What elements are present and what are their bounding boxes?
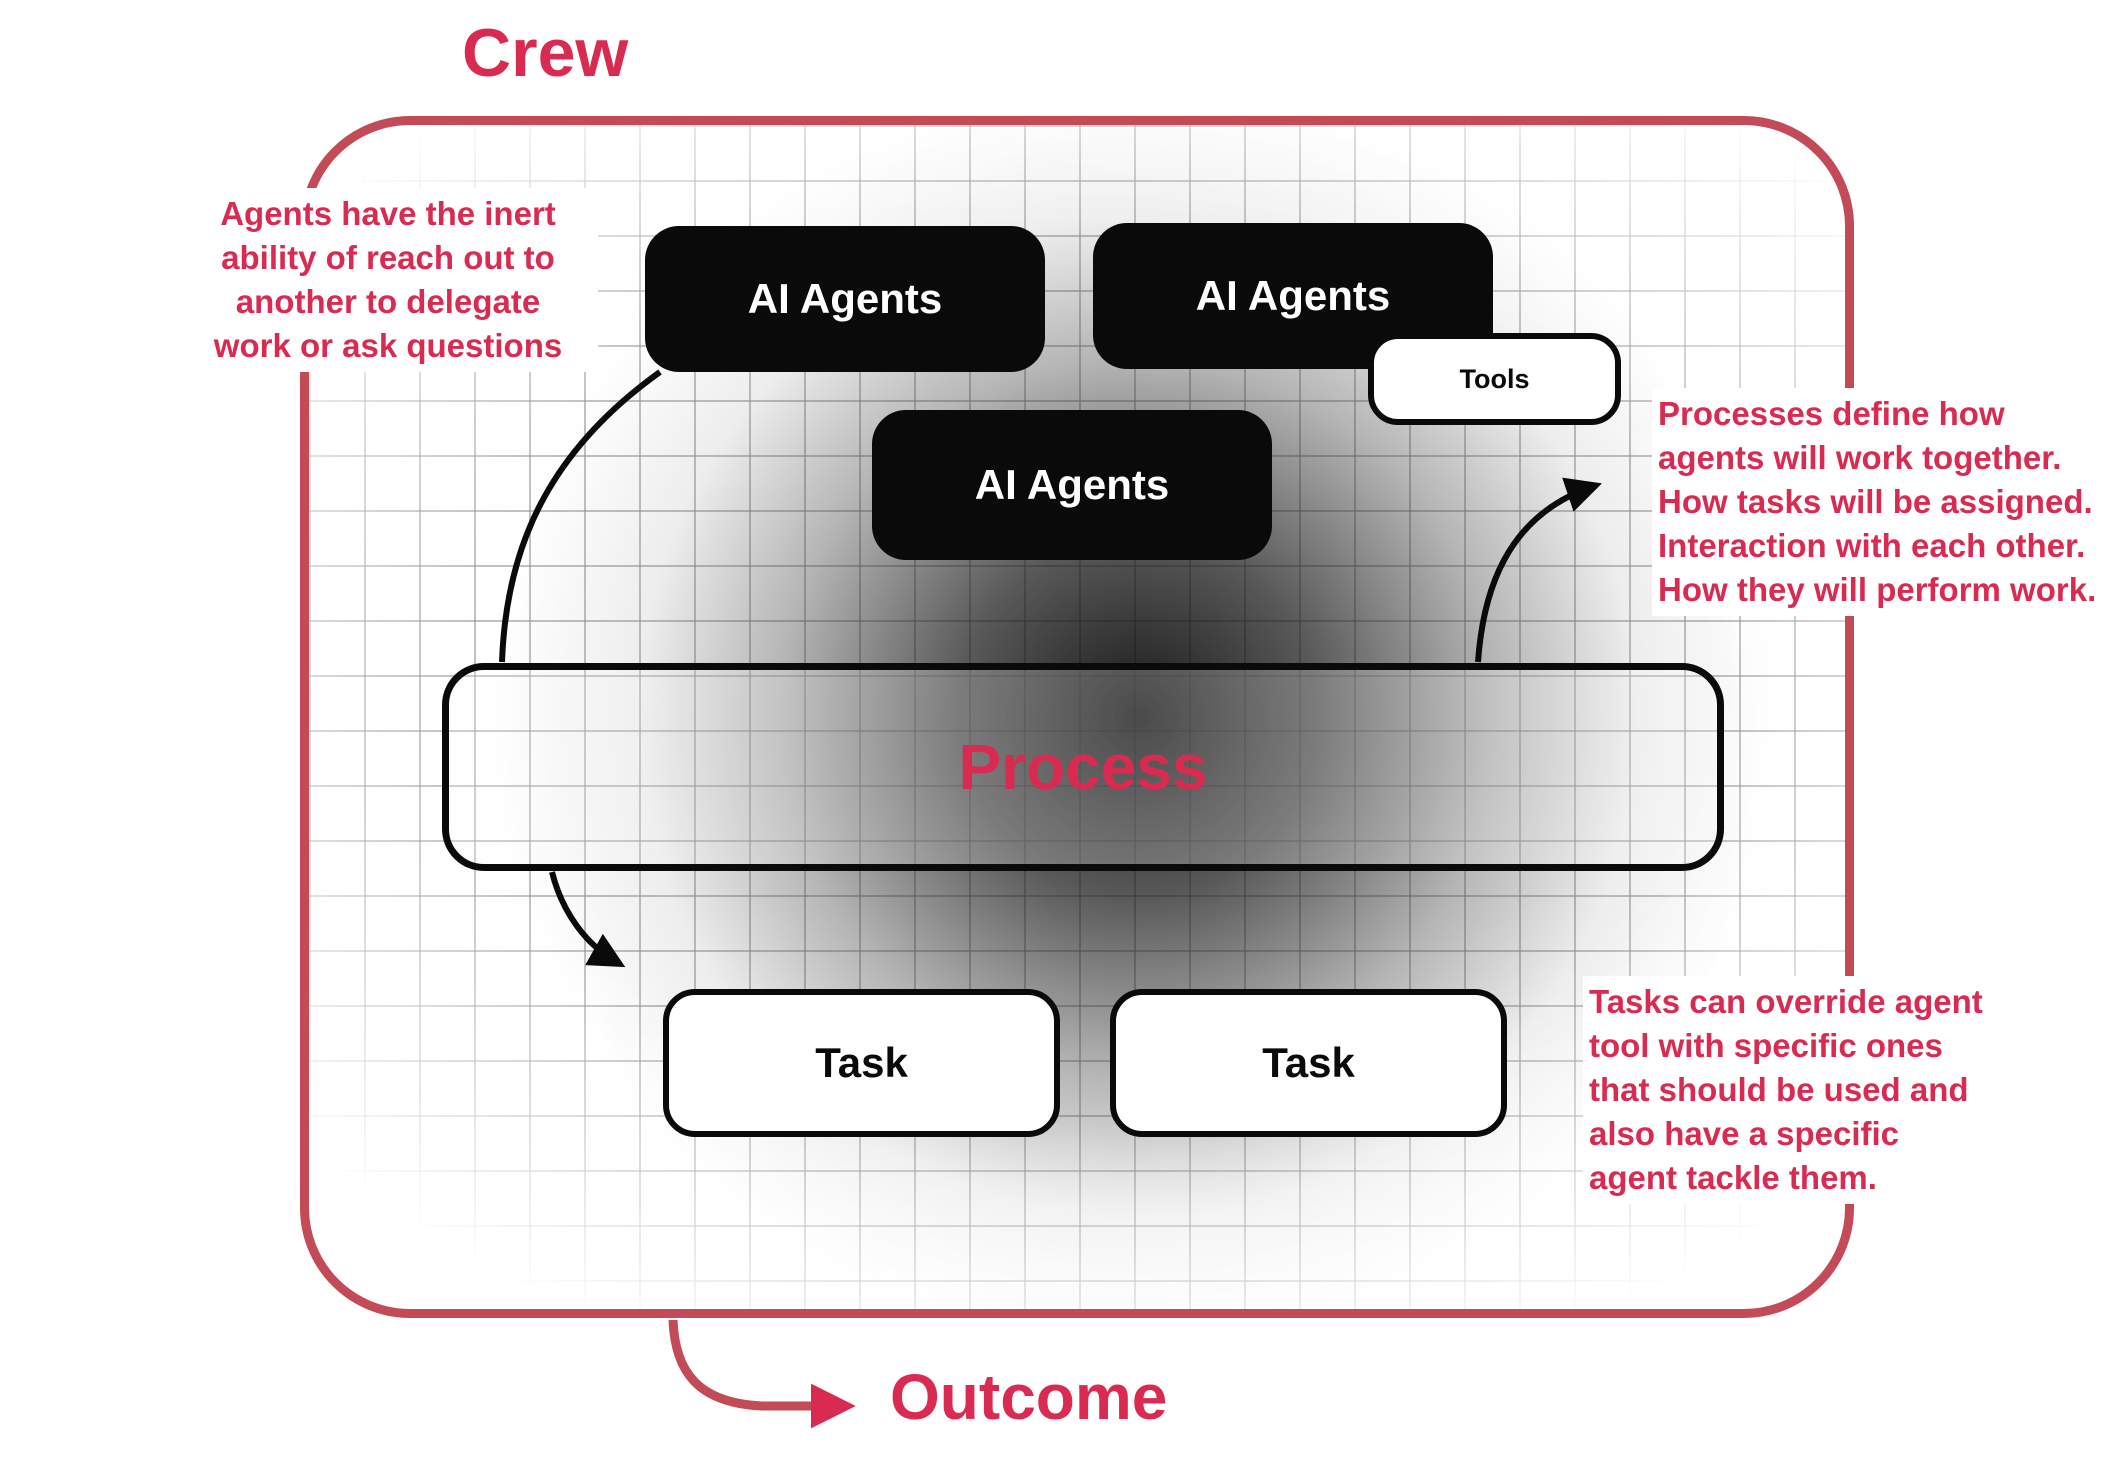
- annotation-line: Processes define how: [1658, 395, 2005, 432]
- annotation-processes: Processes define how agents will work to…: [1652, 388, 2128, 616]
- process-label: Process: [958, 731, 1208, 803]
- annotation-tasks: Tasks can override agent tool with speci…: [1583, 976, 2075, 1204]
- ai-agents-label-1: AI Agents: [747, 275, 943, 322]
- process-node: Process: [442, 663, 1724, 871]
- ai-agents-label-3: AI Agents: [974, 461, 1170, 508]
- crew-boundary-box: [300, 116, 1854, 1318]
- ai-agents-node-1: AI Agents: [645, 226, 1045, 372]
- arrow-process-to-note: [1475, 477, 1602, 663]
- annotation-delegation: Agents have the inert ability of reach o…: [178, 188, 598, 372]
- annotation-line: agent tackle them.: [1589, 1159, 1877, 1196]
- task-node-2: Task: [1110, 989, 1507, 1137]
- task-label-2: Task: [1262, 1039, 1355, 1086]
- annotation-line: tool with specific ones: [1589, 1027, 1943, 1064]
- annotation-line: Tasks can override agent: [1589, 983, 1983, 1020]
- annotation-line: work or ask questions: [213, 327, 563, 364]
- annotation-line: that should be used and: [1589, 1071, 1969, 1108]
- crew-title: Crew: [462, 15, 629, 91]
- annotation-line: Agents have the inert: [220, 195, 556, 232]
- annotation-line: another to delegate: [235, 283, 541, 320]
- arrow-agent-to-process: [499, 369, 662, 663]
- annotation-line: also have a specific: [1589, 1115, 1900, 1152]
- annotation-line: How tasks will be assigned.: [1658, 483, 2093, 520]
- annotation-line: How they will perform work.: [1658, 571, 2097, 608]
- annotation-line: agents will work together.: [1658, 439, 2062, 476]
- tools-label: Tools: [1459, 363, 1530, 394]
- arrow-crew-to-outcome: [668, 1319, 856, 1429]
- tools-node: Tools: [1368, 333, 1621, 425]
- task-node-1: Task: [663, 989, 1060, 1137]
- outcome-title: Outcome: [890, 1361, 1168, 1433]
- task-label-1: Task: [815, 1039, 908, 1086]
- arrow-process-to-task: [549, 871, 626, 968]
- ai-agents-label-2: AI Agents: [1195, 272, 1391, 319]
- annotation-line: ability of reach out to: [221, 239, 555, 276]
- annotation-line: Interaction with each other.: [1658, 527, 2086, 564]
- ai-agents-node-3: AI Agents: [872, 410, 1272, 560]
